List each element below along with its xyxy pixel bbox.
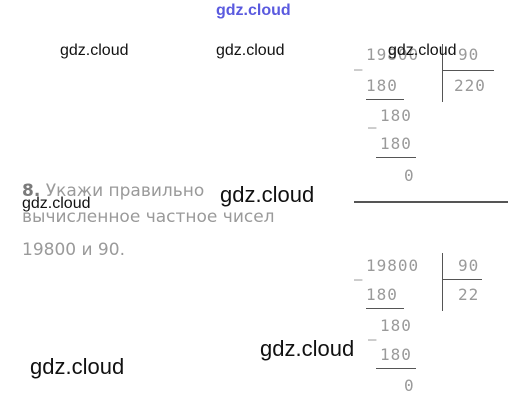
watermark: gdz.cloud bbox=[216, 42, 285, 59]
division-a-divisor: 90 bbox=[458, 45, 480, 64]
step-underline bbox=[366, 308, 404, 309]
watermark: gdz.cloud bbox=[260, 336, 355, 361]
division-b-step1: 180 bbox=[366, 285, 398, 304]
divisor-underline bbox=[442, 279, 482, 280]
watermark: gdz.cloud bbox=[30, 354, 125, 379]
division-b-divisor: 90 bbox=[458, 256, 480, 275]
watermark: gdz.cloud bbox=[60, 42, 129, 59]
watermark: gdz.cloud bbox=[388, 42, 457, 59]
division-b-remainder: 0 bbox=[404, 376, 415, 395]
division-b-dividend: 19800 bbox=[366, 256, 420, 275]
minus-sign: – bbox=[354, 62, 363, 78]
task-line1: 8. Укажи правильно bbox=[22, 178, 204, 204]
watermark: gdz.cloud bbox=[22, 195, 91, 212]
watermark: gdz.cloud bbox=[220, 182, 315, 207]
task-line2: вычисленное частное чисел bbox=[22, 207, 275, 227]
division-bracket bbox=[442, 253, 443, 311]
minus-sign: – bbox=[368, 120, 377, 136]
division-a-remainder: 0 bbox=[404, 166, 415, 185]
minus-sign: – bbox=[354, 272, 363, 288]
minus-sign: – bbox=[368, 332, 377, 348]
watermark-top: gdz.cloud bbox=[216, 2, 291, 19]
task-text-1: Укажи правильно bbox=[45, 181, 205, 201]
division-a-step3: 180 bbox=[380, 134, 412, 153]
step-underline bbox=[366, 99, 404, 100]
division-a-step2: 180 bbox=[380, 106, 412, 125]
division-a-step1: 180 bbox=[366, 76, 398, 95]
step-underline bbox=[376, 157, 416, 158]
division-b-step2: 180 bbox=[380, 316, 412, 335]
division-bracket bbox=[442, 44, 443, 102]
separator-line bbox=[354, 201, 508, 203]
step-underline bbox=[376, 368, 416, 369]
division-a-dividend: 19800 bbox=[366, 45, 420, 64]
division-b-quotient: 22 bbox=[458, 285, 480, 304]
task-line3: 19800 и 90. bbox=[22, 240, 125, 260]
task-number: 8. bbox=[22, 181, 41, 201]
division-b-step3: 180 bbox=[380, 345, 412, 364]
divisor-underline bbox=[442, 70, 494, 71]
division-a-quotient: 220 bbox=[454, 76, 486, 95]
